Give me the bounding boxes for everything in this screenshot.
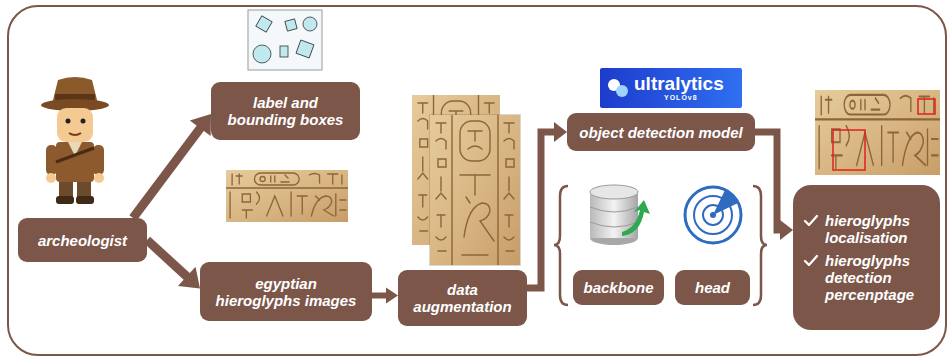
left-brace [554, 186, 568, 305]
logo-icon [606, 76, 630, 100]
arrow-head [190, 114, 211, 136]
archeologist-figure [41, 77, 109, 204]
process-box: data augmentation [398, 270, 527, 326]
box-label: egyptian hieroglyphs images [214, 275, 358, 309]
radar-icon [685, 187, 741, 243]
arrow-head [178, 267, 200, 289]
shapes-icon [248, 10, 322, 70]
box-label: backbone [579, 279, 658, 296]
component-box: head [675, 270, 750, 305]
actor-box: archeologist [18, 218, 147, 262]
connector-line [372, 293, 388, 299]
check-stroke [805, 216, 817, 225]
output-box: hieroglyphs localisation hieroglyphs dete… [793, 185, 940, 330]
text-group: object detection model [567, 124, 755, 141]
check-mark [803, 214, 819, 228]
connector-line [527, 132, 557, 288]
arrow-head [386, 288, 398, 304]
hieroglyph-image [226, 170, 348, 222]
model-logo: ultralyticsYOLOv8 [600, 68, 742, 108]
box-label: label and bounding boxes [221, 94, 350, 128]
text-group: archeologist [18, 232, 147, 249]
result-item: hieroglyphs detection percenptage [801, 252, 932, 303]
database-icon [590, 185, 650, 245]
connector-line [755, 132, 783, 230]
result-text: hieroglyphs localisation [825, 212, 932, 246]
arrow-head [554, 122, 567, 142]
text-group: label and bounding boxes [211, 94, 360, 128]
logo-text: YOLOv8 [634, 94, 738, 102]
box-label: object detection model [577, 124, 745, 141]
model-box: object detection model [567, 113, 755, 151]
arrow-connector [527, 122, 567, 288]
box-label: head [681, 279, 744, 296]
input-box: egyptian hieroglyphs images [200, 262, 372, 321]
text-group: backbone [573, 279, 664, 296]
connector-line [133, 125, 202, 218]
text-group: head [675, 279, 750, 296]
check-mark [803, 254, 819, 268]
box-label: archeologist [28, 232, 137, 249]
arrow-connector [147, 240, 200, 289]
input-box: label and bounding boxes [211, 82, 360, 140]
text-group: ultralyticsYOLOv8 [600, 74, 742, 102]
box-label: data augmentation [410, 281, 515, 315]
check-stroke [805, 256, 817, 265]
connector-line [147, 240, 189, 279]
result-image [815, 90, 940, 175]
logo-blob [616, 85, 628, 97]
arrow-connector [755, 132, 793, 240]
text-group: data augmentation [398, 281, 527, 315]
right-brace [753, 186, 767, 305]
text-group: egyptian hieroglyphs images [200, 275, 372, 309]
result-item: hieroglyphs localisation [801, 212, 932, 246]
text-group: hieroglyphs localisation hieroglyphs dete… [793, 206, 940, 309]
outer-frame [8, 6, 946, 355]
arrow-connector [133, 114, 211, 218]
component-box: backbone [573, 270, 664, 305]
arrow-head [780, 220, 793, 240]
augmented-images [412, 95, 521, 266]
logo-text: ultralytics [634, 74, 738, 94]
result-text: hieroglyphs detection percenptage [825, 252, 932, 303]
arrow-connector [372, 288, 398, 304]
